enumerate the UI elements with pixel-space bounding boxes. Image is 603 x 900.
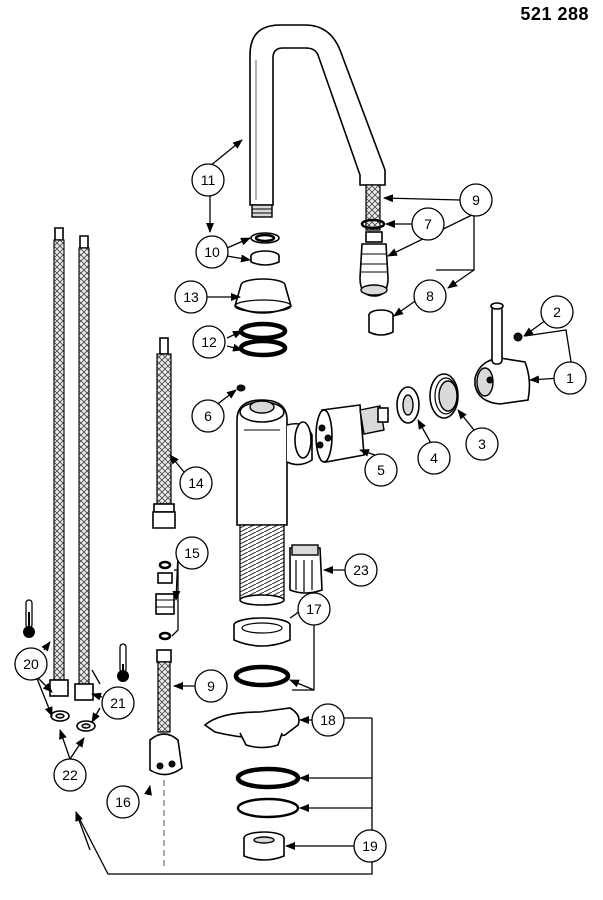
mounting-plate [203,707,300,749]
callout-11: 11 [191,163,225,197]
connection-hose-9 [156,649,172,733]
callout-18: 18 [311,703,345,737]
callout-16: 16 [106,785,140,819]
svg-text:20: 20 [23,656,39,672]
page-title: 521 288 [520,4,589,24]
svg-text:8: 8 [426,288,434,304]
svg-text:5: 5 [377,462,385,478]
leader-lines [35,139,573,875]
seal-19a [235,766,301,790]
svg-text:15: 15 [184,545,200,561]
svg-text:21: 21 [110,695,126,711]
callout-3: 3 [465,427,499,461]
svg-text:9: 9 [207,678,215,694]
fixing-nut [243,831,285,861]
cartridge [315,404,389,463]
svg-text:11: 11 [201,172,216,188]
svg-text:22: 22 [62,767,78,783]
svg-text:6: 6 [204,408,212,424]
cartridge-nut [396,386,420,424]
svg-text:2: 2 [553,304,561,320]
svg-text:14: 14 [188,475,204,491]
callout-7: 7 [411,207,445,241]
svg-text:17: 17 [306,601,322,617]
thermometer-icon [23,599,35,638]
svg-text:19: 19 [362,838,378,854]
callout-13: 13 [174,280,208,314]
svg-text:10: 10 [204,244,220,260]
set-screw-6 [236,384,246,392]
thermometer-icon [117,643,129,682]
retaining-rings [250,232,280,266]
cover-cap [429,373,459,419]
supply-hose-hot [49,227,69,697]
mixer-body [236,399,313,606]
callout-4: 4 [417,441,451,475]
seal-19b [236,797,300,819]
lever-handle [474,302,531,405]
callout-22: 22 [53,758,87,792]
callout-10: 10 [195,235,229,269]
base-seal-17 [233,664,291,688]
pullout-hose [365,184,381,231]
base-flange [233,617,291,647]
callout-14: 14 [179,466,213,500]
spout [249,24,386,218]
callout-19: 19 [353,829,387,863]
fittings-15 [155,560,175,641]
callout-8: 8 [413,279,447,313]
supply-washers [50,710,96,732]
supply-hose-cold [74,235,94,701]
svg-text:12: 12 [201,334,217,350]
o-ring-7 [360,218,386,230]
callout-9-lower: 9 [194,669,228,703]
svg-text:4: 4 [430,450,438,466]
spout-cone [234,278,292,314]
callout-20: 20 [14,647,48,681]
callout-5: 5 [364,453,398,487]
svg-text:18: 18 [320,712,336,728]
callout-21: 21 [101,686,135,720]
callout-6: 6 [191,399,225,433]
svg-text:3: 3 [478,436,486,452]
svg-text:16: 16 [115,794,131,810]
check-valve [149,733,183,776]
callout-2: 2 [540,295,574,329]
o-ring-12b [238,338,288,358]
callout-12: 12 [192,325,226,359]
o-ring-12a [238,321,288,341]
spray-head [359,231,389,297]
grub-screw-2 [513,332,523,342]
svg-text:9: 9 [472,192,480,208]
callout-15: 15 [175,536,209,570]
callout-1: 1 [553,361,587,395]
callout-9-top: 9 [459,183,493,217]
mounting-clip [289,544,323,594]
aerator [368,309,394,336]
callout-23: 23 [344,553,378,587]
svg-text:1: 1 [566,370,574,386]
svg-text:13: 13 [183,289,199,305]
svg-text:23: 23 [353,562,369,578]
callout-17: 17 [297,592,331,626]
svg-text:7: 7 [424,216,432,232]
connection-hose-14 [152,337,176,529]
